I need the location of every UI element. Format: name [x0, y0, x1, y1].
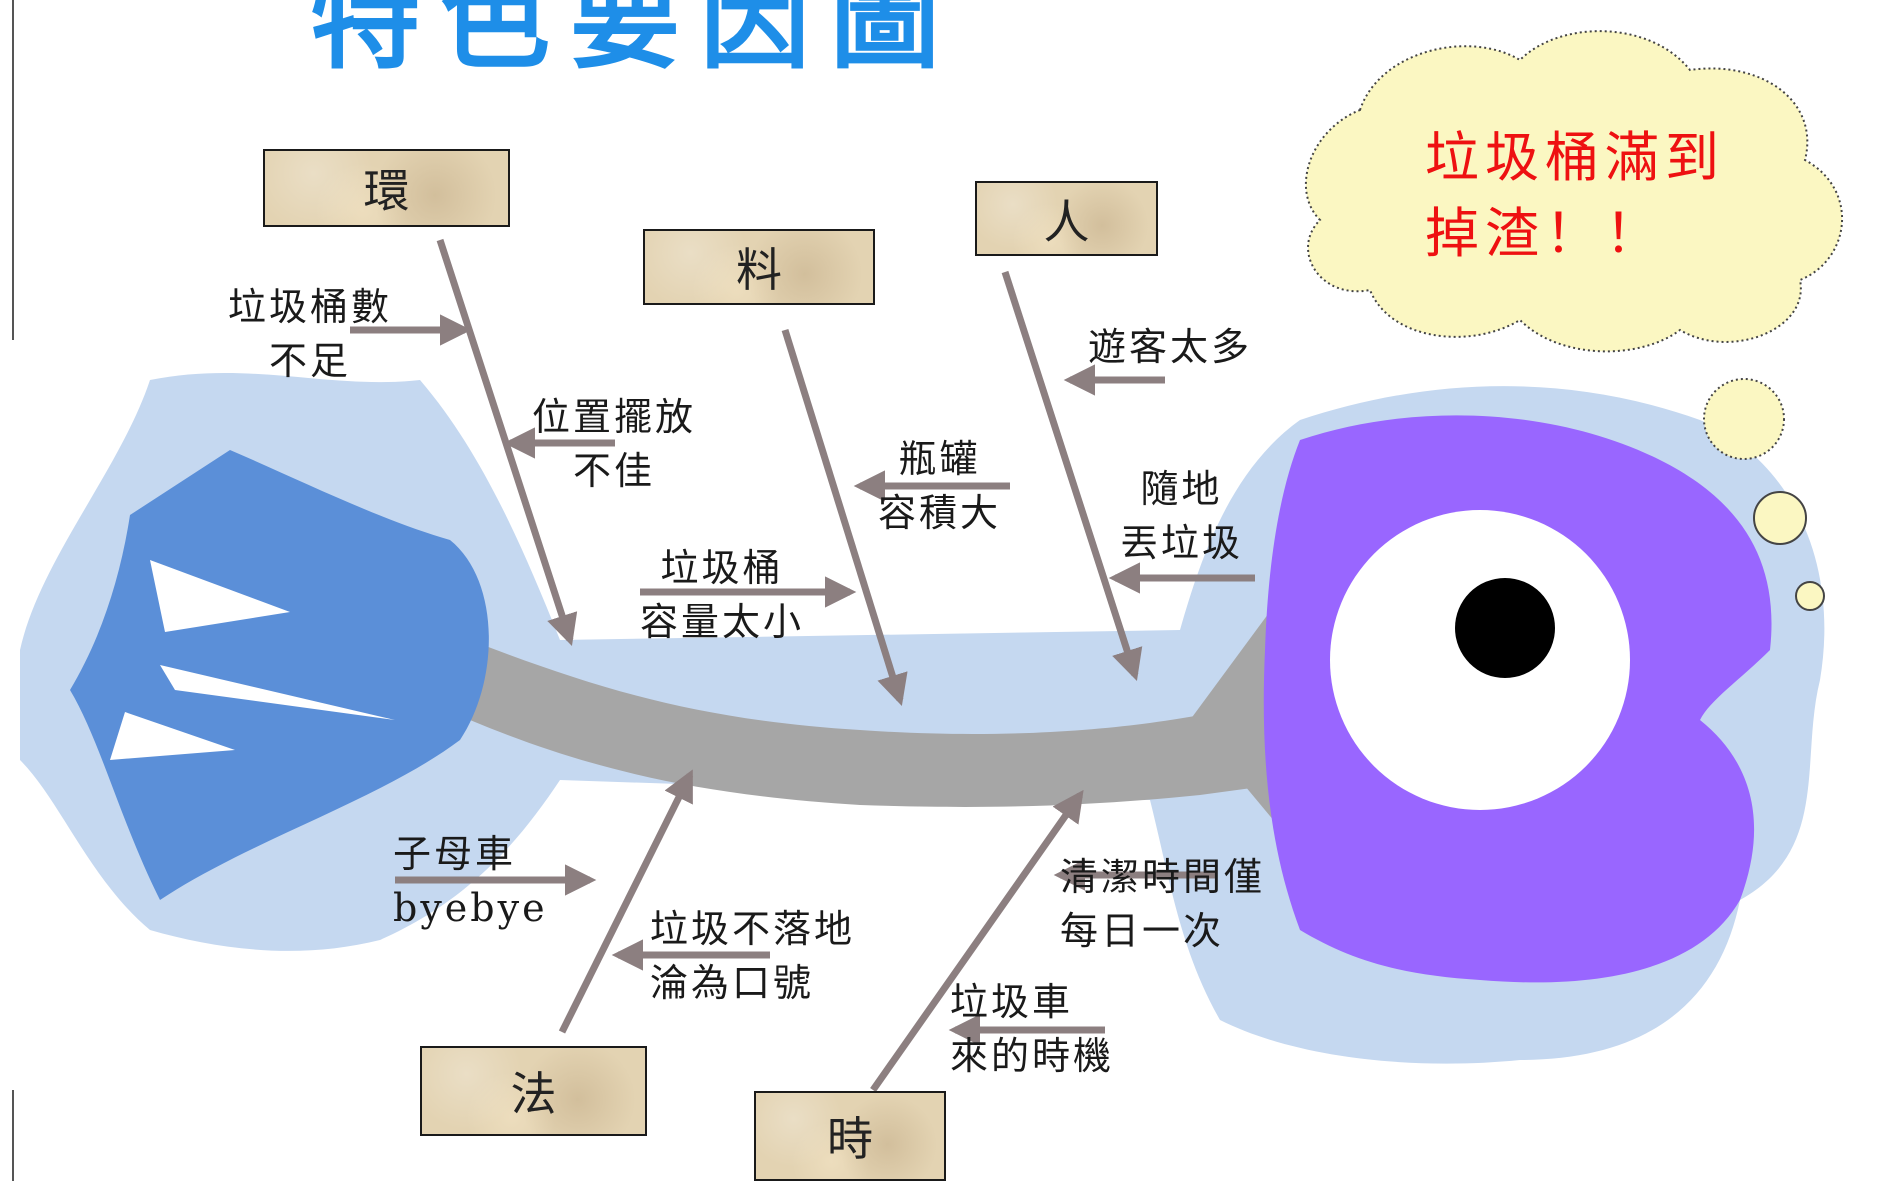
cause-mat-1-line-1: 瓶罐 — [898, 437, 981, 481]
cause-mat-2: 垃圾桶 容量太小 — [640, 541, 804, 649]
thought-cloud — [1304, 30, 1843, 353]
cause-mat-1-line-2: 容積大 — [878, 491, 1002, 535]
effect-problem-text: 垃圾桶滿到 掉渣！！ — [1425, 120, 1725, 272]
cause-mat-2-line-1: 垃圾桶 — [660, 546, 784, 590]
bone-material — [781, 328, 908, 707]
cause-tim-1: 清潔時間僅 每日一次 — [1060, 850, 1265, 958]
cause-ppl-2-line-1: 隨地 — [1140, 467, 1223, 511]
category-box-people: 人 — [975, 181, 1158, 256]
cause-met-1-line-1: 子母車 — [393, 832, 517, 876]
cause-met-1-line-2: byebye — [393, 886, 548, 930]
cause-met-2-line-1: 垃圾不落地 — [650, 907, 856, 951]
thought-bubble-medium — [1753, 491, 1807, 545]
cause-ppl-1-line-1: 遊客太多 — [1088, 325, 1253, 369]
cause-env-1-line-1: 垃圾桶數 — [228, 285, 393, 329]
cause-mat-2-line-2: 容量太小 — [640, 600, 805, 644]
cause-ppl-2: 隨地 丟垃圾 — [1120, 462, 1243, 570]
cause-tim-2: 垃圾車 來的時機 — [950, 975, 1114, 1083]
left-edge-line-top — [12, 0, 14, 340]
cause-met-1: 子母車 byebye — [393, 827, 548, 935]
cause-env-2-line-2: 不佳 — [573, 449, 656, 493]
cause-env-2: 位置擺放 不佳 — [532, 390, 696, 498]
category-box-environment: 環 — [263, 149, 510, 227]
effect-line-2: 掉渣！！ — [1425, 202, 1665, 265]
cause-mat-1: 瓶罐 容積大 — [878, 432, 1001, 540]
tail-fin-stripe-2 — [160, 665, 395, 720]
tail-fin-stripe-3 — [110, 712, 235, 760]
cause-ppl-1: 遊客太多 — [1088, 320, 1252, 374]
tail-fin-stripe-1 — [150, 560, 290, 632]
cause-ppl-2-line-2: 丟垃圾 — [1120, 521, 1244, 565]
cause-env-1: 垃圾桶數 不足 — [228, 280, 392, 388]
thought-bubble-small — [1795, 581, 1825, 611]
cause-met-2-line-2: 淪為口號 — [650, 961, 815, 1005]
cause-met-2: 垃圾不落地 淪為口號 — [650, 902, 855, 1010]
cause-tim-2-line-2: 來的時機 — [950, 1034, 1115, 1078]
cause-tim-2-line-1: 垃圾車 — [950, 980, 1074, 1024]
cause-tim-1-line-1: 清潔時間僅 — [1060, 855, 1266, 899]
bone-people — [1001, 270, 1143, 681]
fish-spine — [470, 640, 1310, 807]
slide-title: 特色要因圖 — [310, 0, 960, 84]
category-box-time: 時 — [754, 1091, 946, 1181]
cause-env-1-line-2: 不足 — [269, 339, 352, 383]
category-box-material: 料 — [643, 229, 875, 305]
fish-tail — [70, 450, 489, 900]
effect-line-1: 垃圾桶滿到 — [1425, 126, 1725, 189]
left-edge-line-bottom — [12, 1090, 14, 1181]
cause-tim-1-line-2: 每日一次 — [1060, 909, 1225, 953]
bone-method — [558, 769, 694, 1034]
cause-env-2-line-1: 位置擺放 — [532, 395, 697, 439]
bone-time — [870, 789, 1084, 1093]
category-box-method: 法 — [420, 1046, 647, 1136]
fish-eye-pupil — [1455, 578, 1555, 678]
thought-bubble-large — [1703, 378, 1785, 460]
